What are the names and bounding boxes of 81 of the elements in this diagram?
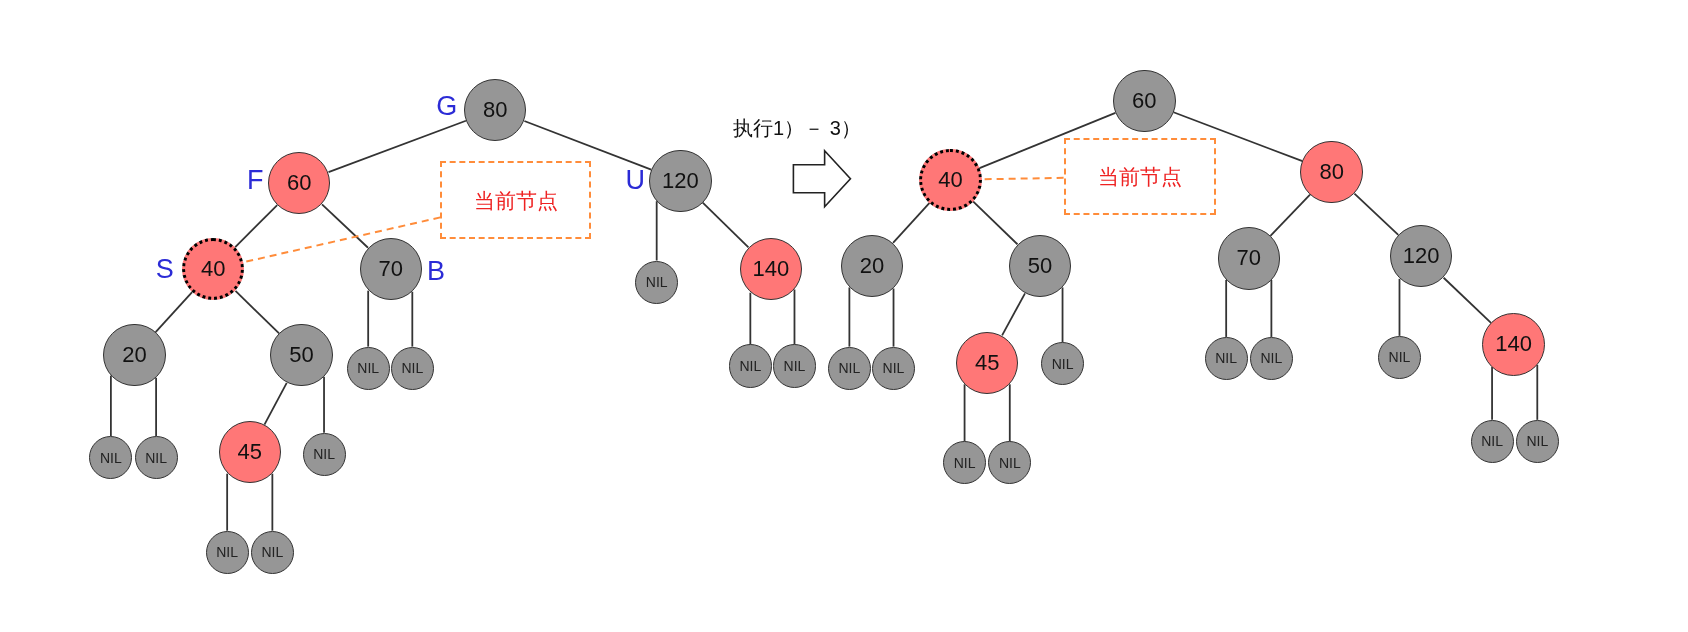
node-value: 40 <box>938 168 963 191</box>
tree-edge <box>892 201 931 244</box>
node-value: 70 <box>378 258 403 281</box>
note-text: 当前节点 <box>1098 166 1183 188</box>
node-role-letter: B <box>427 257 445 285</box>
tree-edge <box>271 472 274 532</box>
nil-label: NIL <box>1388 350 1411 365</box>
tree-edge <box>109 374 112 437</box>
node-value: 80 <box>1319 161 1344 184</box>
tree-edge <box>234 290 280 335</box>
node-value: 80 <box>482 98 508 121</box>
tree-edge <box>1270 279 1273 338</box>
nil-label: NIL <box>739 359 762 373</box>
tree-edge <box>1398 277 1401 337</box>
nil-label: NIL <box>838 361 861 376</box>
tree-edge <box>701 201 750 249</box>
nil-label: NIL <box>1215 351 1238 366</box>
node-value: 120 <box>662 169 699 192</box>
nil-label: NIL <box>882 361 905 376</box>
tree-edge <box>848 286 851 348</box>
nil-label: NIL <box>313 447 335 462</box>
tree-edge <box>155 376 157 437</box>
tree-edge <box>1172 111 1304 163</box>
node-value: 120 <box>1402 245 1440 268</box>
node-value: 45 <box>237 441 262 464</box>
tree-edge <box>972 200 1019 246</box>
node-value: 45 <box>974 351 1000 374</box>
tree-edge <box>1442 276 1492 324</box>
nil-label: NIL <box>99 450 122 465</box>
node-value: 40 <box>200 258 226 281</box>
tree-edge <box>263 381 288 426</box>
node-value: 50 <box>1027 254 1053 277</box>
node-value: 60 <box>287 172 312 194</box>
node-role-letter: U <box>625 166 645 194</box>
tree-edge <box>1225 279 1228 338</box>
tree-edge <box>1353 192 1400 236</box>
step-label: 执行1）－ 3） <box>733 118 861 139</box>
nil-label: NIL <box>998 455 1021 470</box>
tree-edge <box>226 472 229 532</box>
node-role-letter: G <box>436 92 458 119</box>
node-value: 50 <box>289 344 314 367</box>
tree-edge <box>1008 383 1011 443</box>
tree-edge <box>963 383 966 443</box>
tree-edge <box>367 289 370 348</box>
tree-edge <box>892 287 895 348</box>
note-text: 当前节点 <box>473 189 558 211</box>
tree-edge <box>793 288 796 346</box>
tree-edge <box>234 204 279 248</box>
tree-edge <box>154 291 193 334</box>
node-value: 70 <box>1236 247 1261 270</box>
node-value: 20 <box>122 344 147 367</box>
nil-label: NIL <box>1481 434 1503 449</box>
nil-label: NIL <box>1526 434 1549 449</box>
node-value: 20 <box>859 254 885 277</box>
nil-label: NIL <box>261 545 284 560</box>
nil-label: NIL <box>216 545 239 560</box>
tree-edge <box>323 375 325 434</box>
node-role-letter: F <box>246 166 264 194</box>
node-value: 140 <box>752 258 790 281</box>
nil-label: NIL <box>357 361 380 376</box>
nil-label: NIL <box>1051 356 1074 371</box>
tree-edge <box>1536 363 1539 421</box>
tree-edge <box>1061 286 1064 344</box>
node-value: 140 <box>1495 333 1532 356</box>
note-box <box>440 161 591 239</box>
nil-label: NIL <box>783 359 806 373</box>
tree-edge <box>655 200 658 262</box>
tree-edge <box>1001 292 1026 337</box>
tree-edge <box>321 203 369 249</box>
nil-label: NIL <box>645 275 668 290</box>
nil-label: NIL <box>145 450 167 465</box>
nil-label: NIL <box>1260 351 1283 366</box>
tree-edge <box>411 290 414 348</box>
nil-label: NIL <box>953 455 976 470</box>
tree-edge <box>1491 366 1493 421</box>
nil-label: NIL <box>401 361 424 376</box>
node-role-letter: S <box>155 255 174 283</box>
tree-edge <box>1269 193 1311 237</box>
note-box <box>1063 137 1217 216</box>
node-value: 60 <box>1132 90 1157 113</box>
tree-edge <box>749 291 752 346</box>
